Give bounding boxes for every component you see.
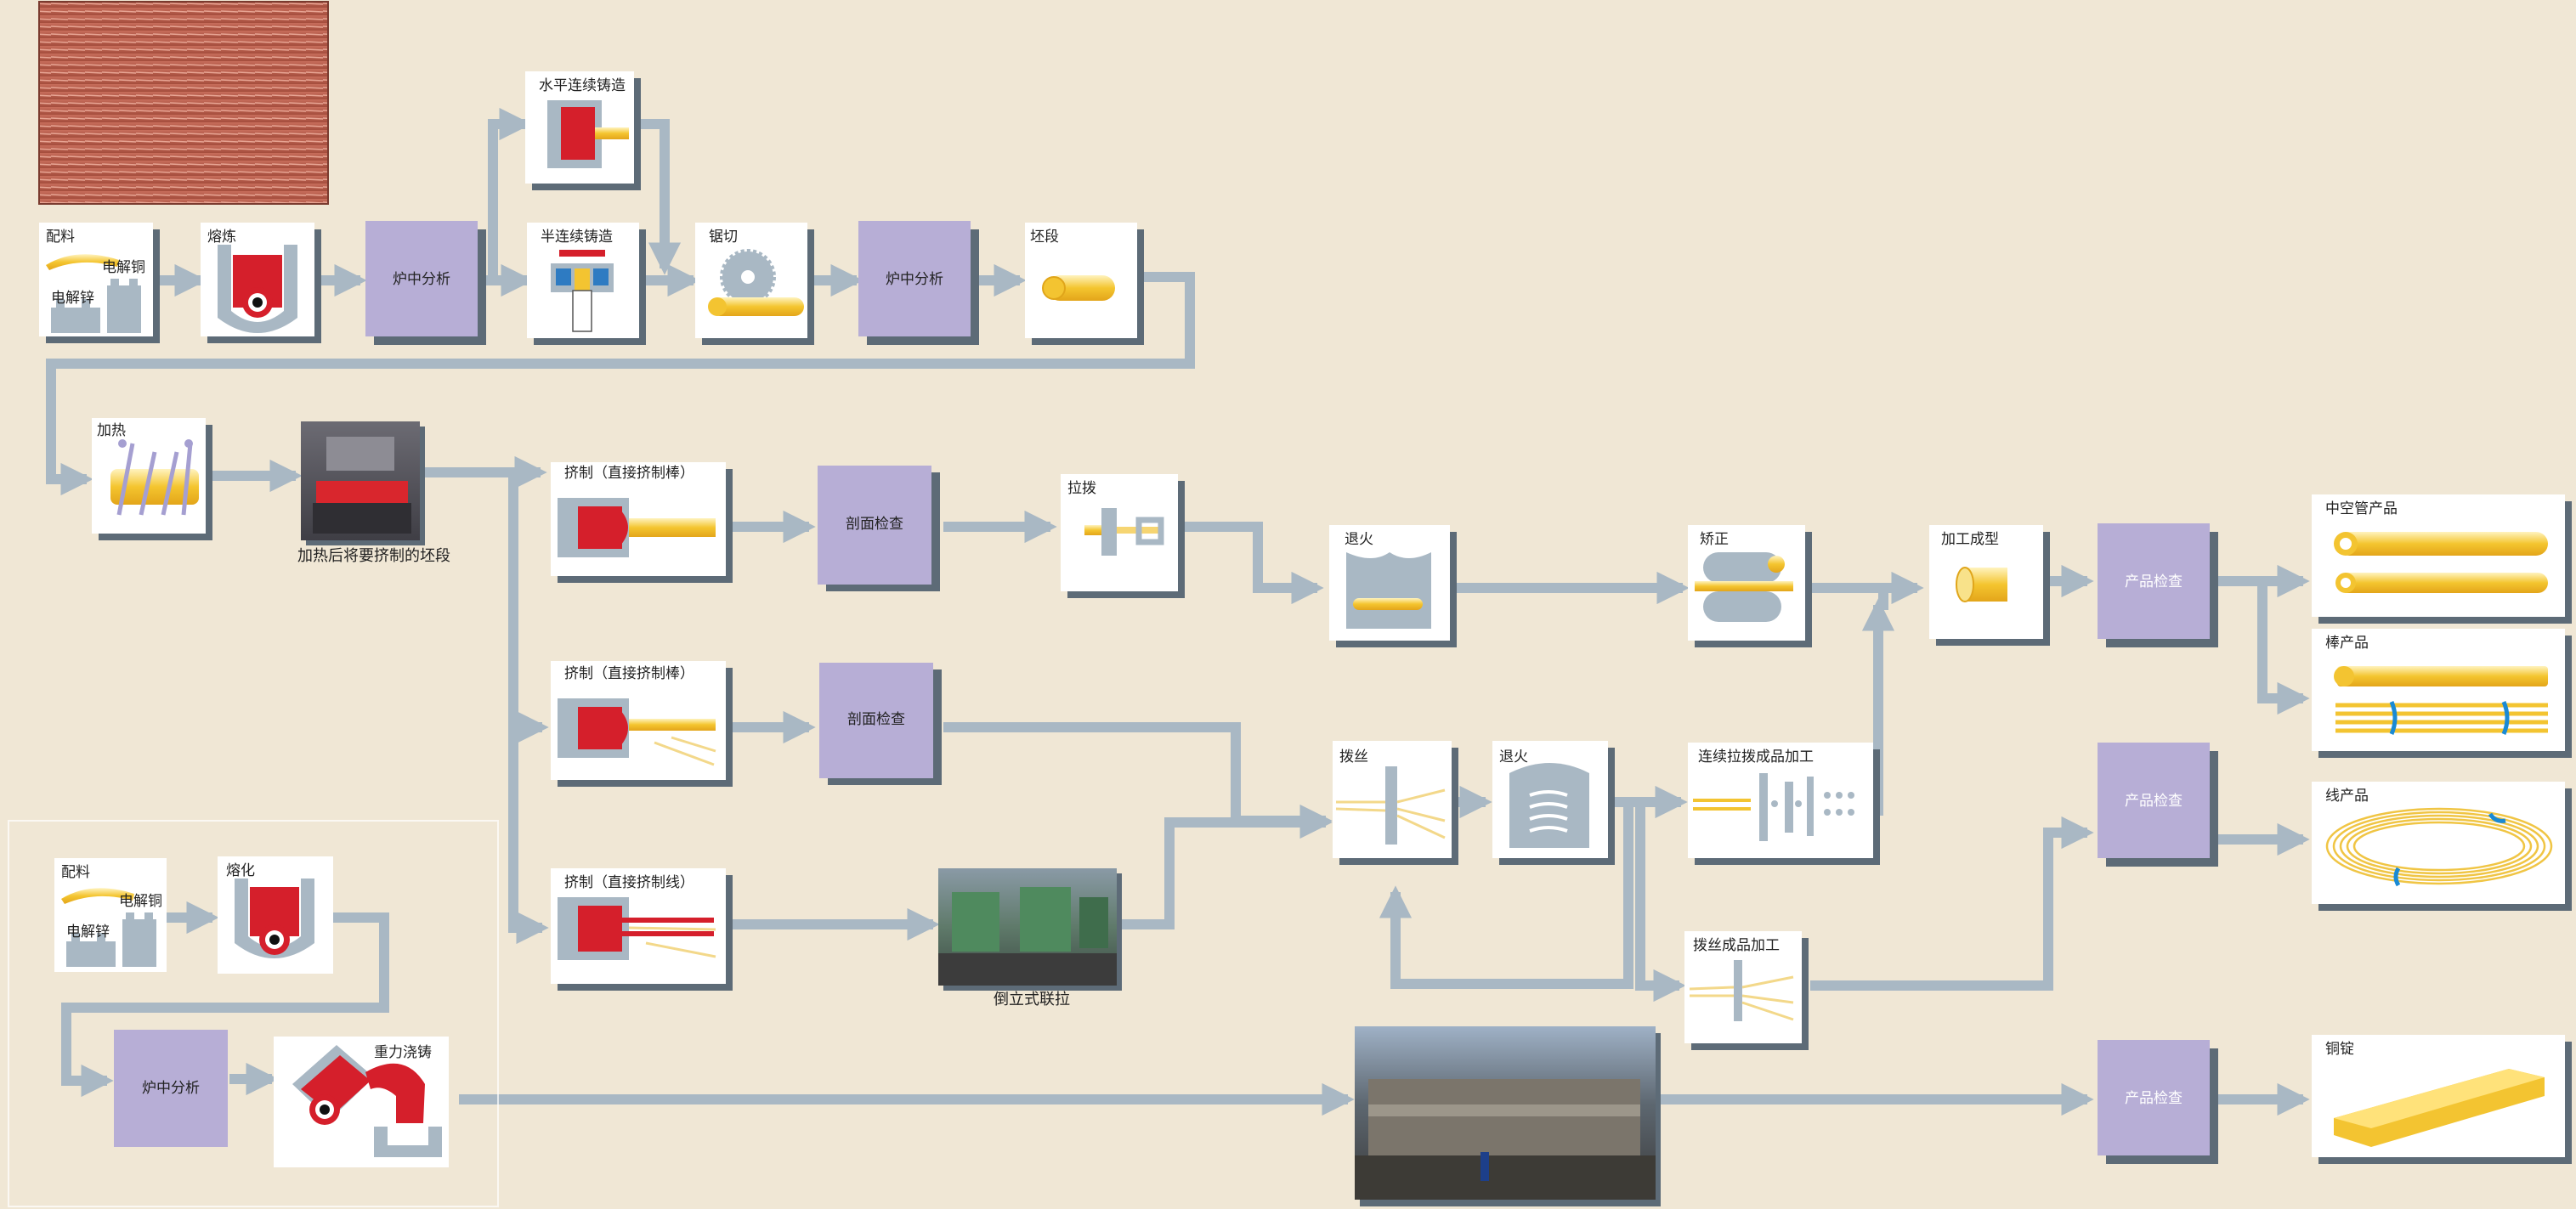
- smelting-box: 熔炼: [201, 223, 321, 343]
- hollow-tube-product-label: 中空管产品: [2325, 500, 2398, 517]
- casting-group-frame: [8, 820, 499, 1207]
- section-inspection-label-1: 剖面检查: [846, 516, 903, 533]
- product-inspection-label-3: 产品检查: [2125, 1090, 2183, 1107]
- copper-ingot-product-box: 铜锭: [2312, 1035, 2572, 1164]
- heated-billet-photo: 加热后将要挤制的坯段: [297, 421, 450, 565]
- furnace-analysis-label-2: 炉中分析: [886, 271, 943, 288]
- drawing-box: 拉拨: [1061, 474, 1185, 598]
- product-inspection-label-1: 产品检查: [2125, 573, 2183, 590]
- flow-arrow: [1122, 805, 1333, 929]
- sawing-label: 锯切: [709, 229, 738, 246]
- rod-product-label: 棒产品: [2325, 635, 2369, 652]
- horizontal-casting-box: 水平连续铸造: [525, 71, 641, 190]
- annealing-box-2: 退火: [1492, 741, 1615, 865]
- wire-drawing-box: 拨丝: [1333, 741, 1458, 865]
- annealing-label-1: 退火: [1345, 531, 1373, 548]
- flow-arrow: [46, 272, 1195, 496]
- flow-arrow: [488, 107, 532, 280]
- rod-product-box: 棒产品: [2312, 629, 2572, 758]
- wire-product-box: 线产品: [2312, 782, 2572, 911]
- flow-arrow: [1635, 802, 1686, 1003]
- hollow-tube-product-box: 中空管产品: [2312, 494, 2572, 624]
- casting-factory-photo: [1355, 1026, 1661, 1206]
- continuous-drawing-finishing-label: 连续拉拨成品加工: [1698, 749, 1814, 766]
- wire-drawing-label: 拨丝: [1339, 749, 1368, 766]
- copper-ingot-product-label: 铜锭: [2325, 1041, 2354, 1058]
- zinc-ingot-icon: [51, 279, 141, 333]
- flow-arrow: [943, 722, 1333, 838]
- section-inspection-box-2: 剖面检查: [819, 663, 942, 785]
- extrusion-direct-wire-label: 挤制（直接挤制线）: [564, 874, 694, 891]
- furnace-analysis-label-1: 炉中分析: [393, 271, 450, 288]
- flow-arrow: [508, 472, 549, 945]
- semi-continuous-casting-label: 半连续铸造: [541, 229, 613, 246]
- smelting-label: 熔炼: [207, 229, 236, 246]
- horizontal-casting-label: 水平连续铸造: [539, 77, 626, 94]
- extrusion-direct-rod-label-2: 挤制（直接挤制棒）: [564, 665, 694, 682]
- gravity-casting-label: 重力浇铸: [374, 1044, 432, 1061]
- heating-label: 加热: [97, 422, 126, 439]
- copper-sheets-photo: [38, 1, 329, 205]
- electrolytic-zinc-label: 电解锌: [51, 290, 94, 307]
- gravity-casting-box: 重力浇铸: [274, 1037, 449, 1167]
- drawing-label: 拉拨: [1067, 480, 1096, 497]
- furnace-analysis-box-2: 炉中分析: [858, 221, 979, 345]
- product-inspection-box-3: 产品检查: [2098, 1040, 2218, 1164]
- forming-label: 加工成型: [1941, 531, 1999, 548]
- ingredients-title-2: 配料: [61, 864, 90, 881]
- electrolytic-copper-label-2: 电解铜: [119, 893, 162, 910]
- sawing-box: 锯切: [695, 223, 814, 345]
- ingredients-title: 配料: [46, 229, 75, 246]
- flow-arrow: [636, 119, 682, 275]
- flow-arrow: [1181, 522, 1324, 605]
- continuous-drawing-finishing-box: 连续拉拨成品加工: [1688, 743, 1880, 865]
- ingredients-box-2: 配料 电解铜 电解锌: [54, 858, 167, 972]
- ingredients-box: 配料 电解铜 电解锌: [39, 223, 160, 343]
- annealing-box-1: 退火: [1329, 525, 1457, 647]
- billet-label: 坯段: [1030, 229, 1059, 246]
- furnace-analysis-label-3: 炉中分析: [142, 1080, 200, 1097]
- extrusion-direct-rod-label-1: 挤制（直接挤制棒）: [564, 465, 694, 482]
- furnace-analysis-box-3: 炉中分析: [114, 1030, 228, 1147]
- electrolytic-copper-label: 电解铜: [102, 259, 145, 276]
- copper-plate-icon: [46, 254, 119, 270]
- section-inspection-label-2: 剖面检查: [847, 711, 905, 728]
- semi-continuous-casting-box: 半连续铸造: [527, 223, 646, 345]
- furnace-icon: [218, 245, 297, 333]
- product-inspection-box-2: 产品检查: [2098, 743, 2218, 867]
- straightening-box: 矫正: [1688, 525, 1812, 647]
- billet-box: 坯段: [1025, 223, 1144, 345]
- heating-box: 加热: [92, 418, 212, 540]
- annealing-label-2: 退火: [1499, 749, 1528, 766]
- wire-drawing-finishing-label: 拨丝成品加工: [1693, 937, 1780, 954]
- heated-billet-caption: 加热后将要挤制的坯段: [297, 547, 450, 565]
- section-inspection-box-1: 剖面检查: [818, 466, 940, 591]
- wire-product-label: 线产品: [2325, 788, 2369, 805]
- extrusion-direct-rod-box-1: 挤制（直接挤制棒）: [551, 462, 733, 583]
- flow-arrow: [1810, 816, 2094, 991]
- vertical-combined-drawing-photo: 倒立式联拉: [938, 868, 1122, 1008]
- melting-box: 熔化: [218, 856, 333, 974]
- vertical-combined-drawing-caption: 倒立式联拉: [994, 991, 1070, 1008]
- flow-arrow: [2257, 581, 2310, 715]
- flow-arrow: [1379, 802, 1633, 989]
- product-inspection-box-1: 产品检查: [2098, 523, 2218, 647]
- straightening-label: 矫正: [1700, 531, 1729, 548]
- extrusion-direct-rod-box-2: 挤制（直接挤制棒）: [551, 661, 733, 787]
- melting-label: 熔化: [226, 862, 255, 879]
- wire-drawing-finishing-box: 拨丝成品加工: [1684, 931, 1809, 1050]
- furnace-analysis-box-1: 炉中分析: [365, 221, 486, 345]
- flow-arrow: [61, 912, 389, 1098]
- product-inspection-label-2: 产品检查: [2125, 793, 2183, 810]
- forming-box: 加工成型: [1929, 525, 2050, 646]
- extrusion-direct-wire-box: 挤制（直接挤制线）: [551, 868, 733, 991]
- electrolytic-zinc-label-2: 电解锌: [66, 924, 110, 941]
